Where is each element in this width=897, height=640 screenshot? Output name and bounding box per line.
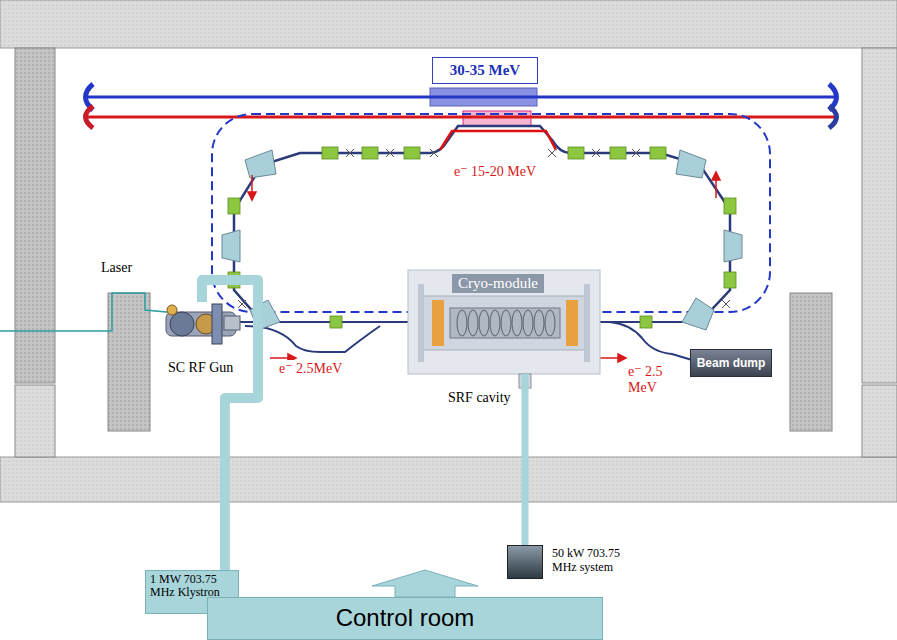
optical-line: [88, 96, 834, 99]
wall: [862, 48, 897, 383]
wall: [862, 385, 897, 457]
rf-gun: SC RF Gun: [162, 302, 242, 348]
block-arrow: [372, 570, 478, 597]
wall: [0, 457, 897, 502]
control-room-box: Control room: [207, 597, 603, 640]
energy-label: e⁻ 15-20 MeV: [452, 163, 538, 180]
beam-pipe: [440, 131, 556, 150]
node-text: SC RF Gun: [168, 360, 233, 376]
rf-gun-illustration: [166, 304, 240, 344]
cryo-module: Cryo-module: [408, 270, 600, 374]
node-text: 30-35 MeV: [433, 58, 537, 82]
wall: [15, 48, 55, 383]
waveguide: [202, 280, 258, 570]
laser-label: Laser: [101, 260, 132, 276]
direction-arrows: [248, 172, 720, 362]
beam-pipe: [234, 126, 730, 322]
energy-label: e⁻ 2.5 MeV: [628, 364, 684, 396]
wall: [15, 385, 55, 457]
waveguide: [522, 374, 529, 545]
energy-box: 30-35 MeV: [432, 57, 538, 84]
shield-block: [790, 293, 832, 431]
correctors: [238, 149, 730, 308]
mirror: [86, 106, 94, 128]
mirror: [829, 106, 837, 128]
node-text: Control room: [208, 598, 602, 638]
rf-system-box: 50 kW 703.75 MHz system: [507, 545, 543, 579]
beam-dump: Beam dump: [690, 349, 772, 377]
node-text: 1 MW 703.75 MHz Klystron: [150, 573, 234, 599]
node-text: Cryo-module: [452, 274, 544, 293]
node-text: Beam dump: [691, 350, 771, 376]
energy-label: e⁻ 2.5MeV: [277, 360, 344, 377]
dashed-outline: [212, 114, 770, 312]
shield-block: [108, 293, 150, 431]
cryomodule-illustration: [408, 270, 600, 374]
wall: [0, 0, 897, 48]
optical-line: [88, 116, 834, 119]
beam-pipe: [245, 326, 380, 352]
component-label: SRF cavity: [448, 390, 511, 406]
node-text: 50 kW 703.75 MHz system: [552, 546, 624, 574]
